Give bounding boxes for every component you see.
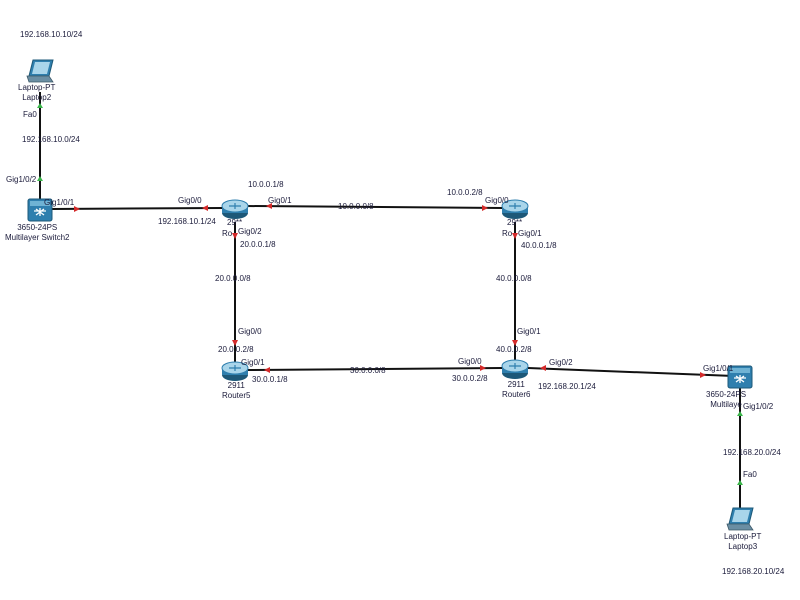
port-down-indicator [266,203,272,209]
interface-label: Gig1/0/2 [743,402,774,411]
ip-address-label: 192.168.20.1/24 [538,382,596,391]
device-name: Router6 [502,390,531,399]
port-up-indicator [37,176,43,181]
interface-label: Gig1/0/1 [703,364,734,373]
network-label-lan1: 192.168.10.0/24 [22,135,80,144]
router-tl-name: Ro [222,229,233,238]
network-label-20: 20.0.0.0/8 [215,274,251,283]
port-down-indicator [264,367,270,373]
router-icon[interactable] [501,199,529,219]
port-down-indicator [512,340,518,346]
ip-address-label: 192.168.10.1/24 [158,217,216,226]
port-down-indicator [202,205,208,211]
network-label-lan2: 192.168.20.0/24 [723,448,781,457]
port-up-indicator [737,480,743,485]
device-name: Laptop2 [22,93,52,102]
interface-label: Fa0 [23,110,37,119]
router-tl-model: 29** [227,218,243,227]
laptop2-label[interactable]: Laptop-PT Laptop2 [18,83,55,103]
device-model: 3650-24PS [706,390,747,399]
interface-label: Gig0/0 [238,327,262,336]
link-switch2-router-tl[interactable] [51,207,224,210]
laptop-icon[interactable] [726,507,754,531]
interface-label: Gig0/2 [549,358,573,367]
port-indicators [37,103,743,485]
interface-label: Gig0/0 [458,357,482,366]
device-name: Router5 [222,391,251,400]
port-down-indicator [232,340,238,346]
laptop-icon[interactable] [26,59,54,83]
device-model: 2911 [507,380,525,389]
ip-address-label: 10.0.0.1/8 [248,180,284,189]
interface-label: Gig0/0 [485,196,509,205]
device-model: 2911 [227,381,245,390]
interface-label: Gig1/0/2 [6,175,37,184]
device-name: Laptop3 [728,542,758,551]
ip-address-label: 40.0.0.1/8 [521,241,557,250]
router5-label[interactable]: 2911 Router5 [222,381,250,401]
link-router5-router6[interactable] [247,367,503,371]
port-up-indicator [37,103,43,108]
device-name: Multilayer Switch2 [5,233,70,242]
network-label-40: 40.0.0.0/8 [496,274,532,283]
switch2-label[interactable]: 3650-24PS Multilayer Switch2 [5,223,69,243]
interface-label: Gig0/1 [518,229,542,238]
ip-address-label: 10.0.0.2/8 [447,188,483,197]
links [39,92,741,512]
interface-label: Gig0/2 [238,227,262,236]
router-icon[interactable] [501,359,529,379]
device-model: Laptop-PT [18,83,56,92]
port-down-indicator [232,233,238,239]
interface-label: Gig0/0 [178,196,202,205]
port-down-indicator [700,372,706,378]
interface-label: Fa0 [743,470,757,479]
port-down-indicator [480,365,486,371]
device-model: 3650-24PS [17,223,58,232]
router-icon[interactable] [221,361,249,381]
ip-address-label: 30.0.0.1/8 [252,375,288,384]
device-model: Laptop-PT [724,532,762,541]
laptop2-ip-label: 192.168.10.10/24 [20,30,83,39]
router-tr-model: 29** [507,218,523,227]
interface-label: Gig0/1 [268,196,292,205]
port-down-indicator [512,233,518,239]
interface-label: Gig0/1 [517,327,541,336]
router-icon[interactable] [221,199,249,219]
interface-label: Gig1/0/1 [44,198,75,207]
port-up-indicator [737,411,743,416]
interface-label: Gig0/1 [241,358,265,367]
multilayer-switch-icon[interactable] [727,365,753,389]
link-router6-switch3[interactable] [527,367,735,377]
network-label-30: 30.0.0.0/8 [350,366,386,375]
ip-address-label: 30.0.0.2/8 [452,374,488,383]
port-down-indicator [74,206,80,212]
network-label-10: 10.0.0.0/8 [338,202,374,211]
switch3-label[interactable]: 3650-24PS Multilaye [706,390,746,410]
laptop3-label[interactable]: Laptop-PT Laptop3 [724,532,761,552]
port-down-indicator [540,365,546,371]
router-tr-name: Ro [502,229,513,238]
ip-address-label: 20.0.0.2/8 [218,345,254,354]
ip-address-label: 20.0.0.1/8 [240,240,276,249]
port-down-indicator [482,205,488,211]
ip-address-label: 40.0.0.2/8 [496,345,532,354]
router6-label[interactable]: 2911 Router6 [502,380,530,400]
device-name: Multilaye [710,400,742,409]
multilayer-switch-icon[interactable] [27,198,53,222]
link-router-tl-router-tr[interactable] [246,205,503,209]
laptop3-ip-label: 192.168.20.10/24 [722,567,785,576]
